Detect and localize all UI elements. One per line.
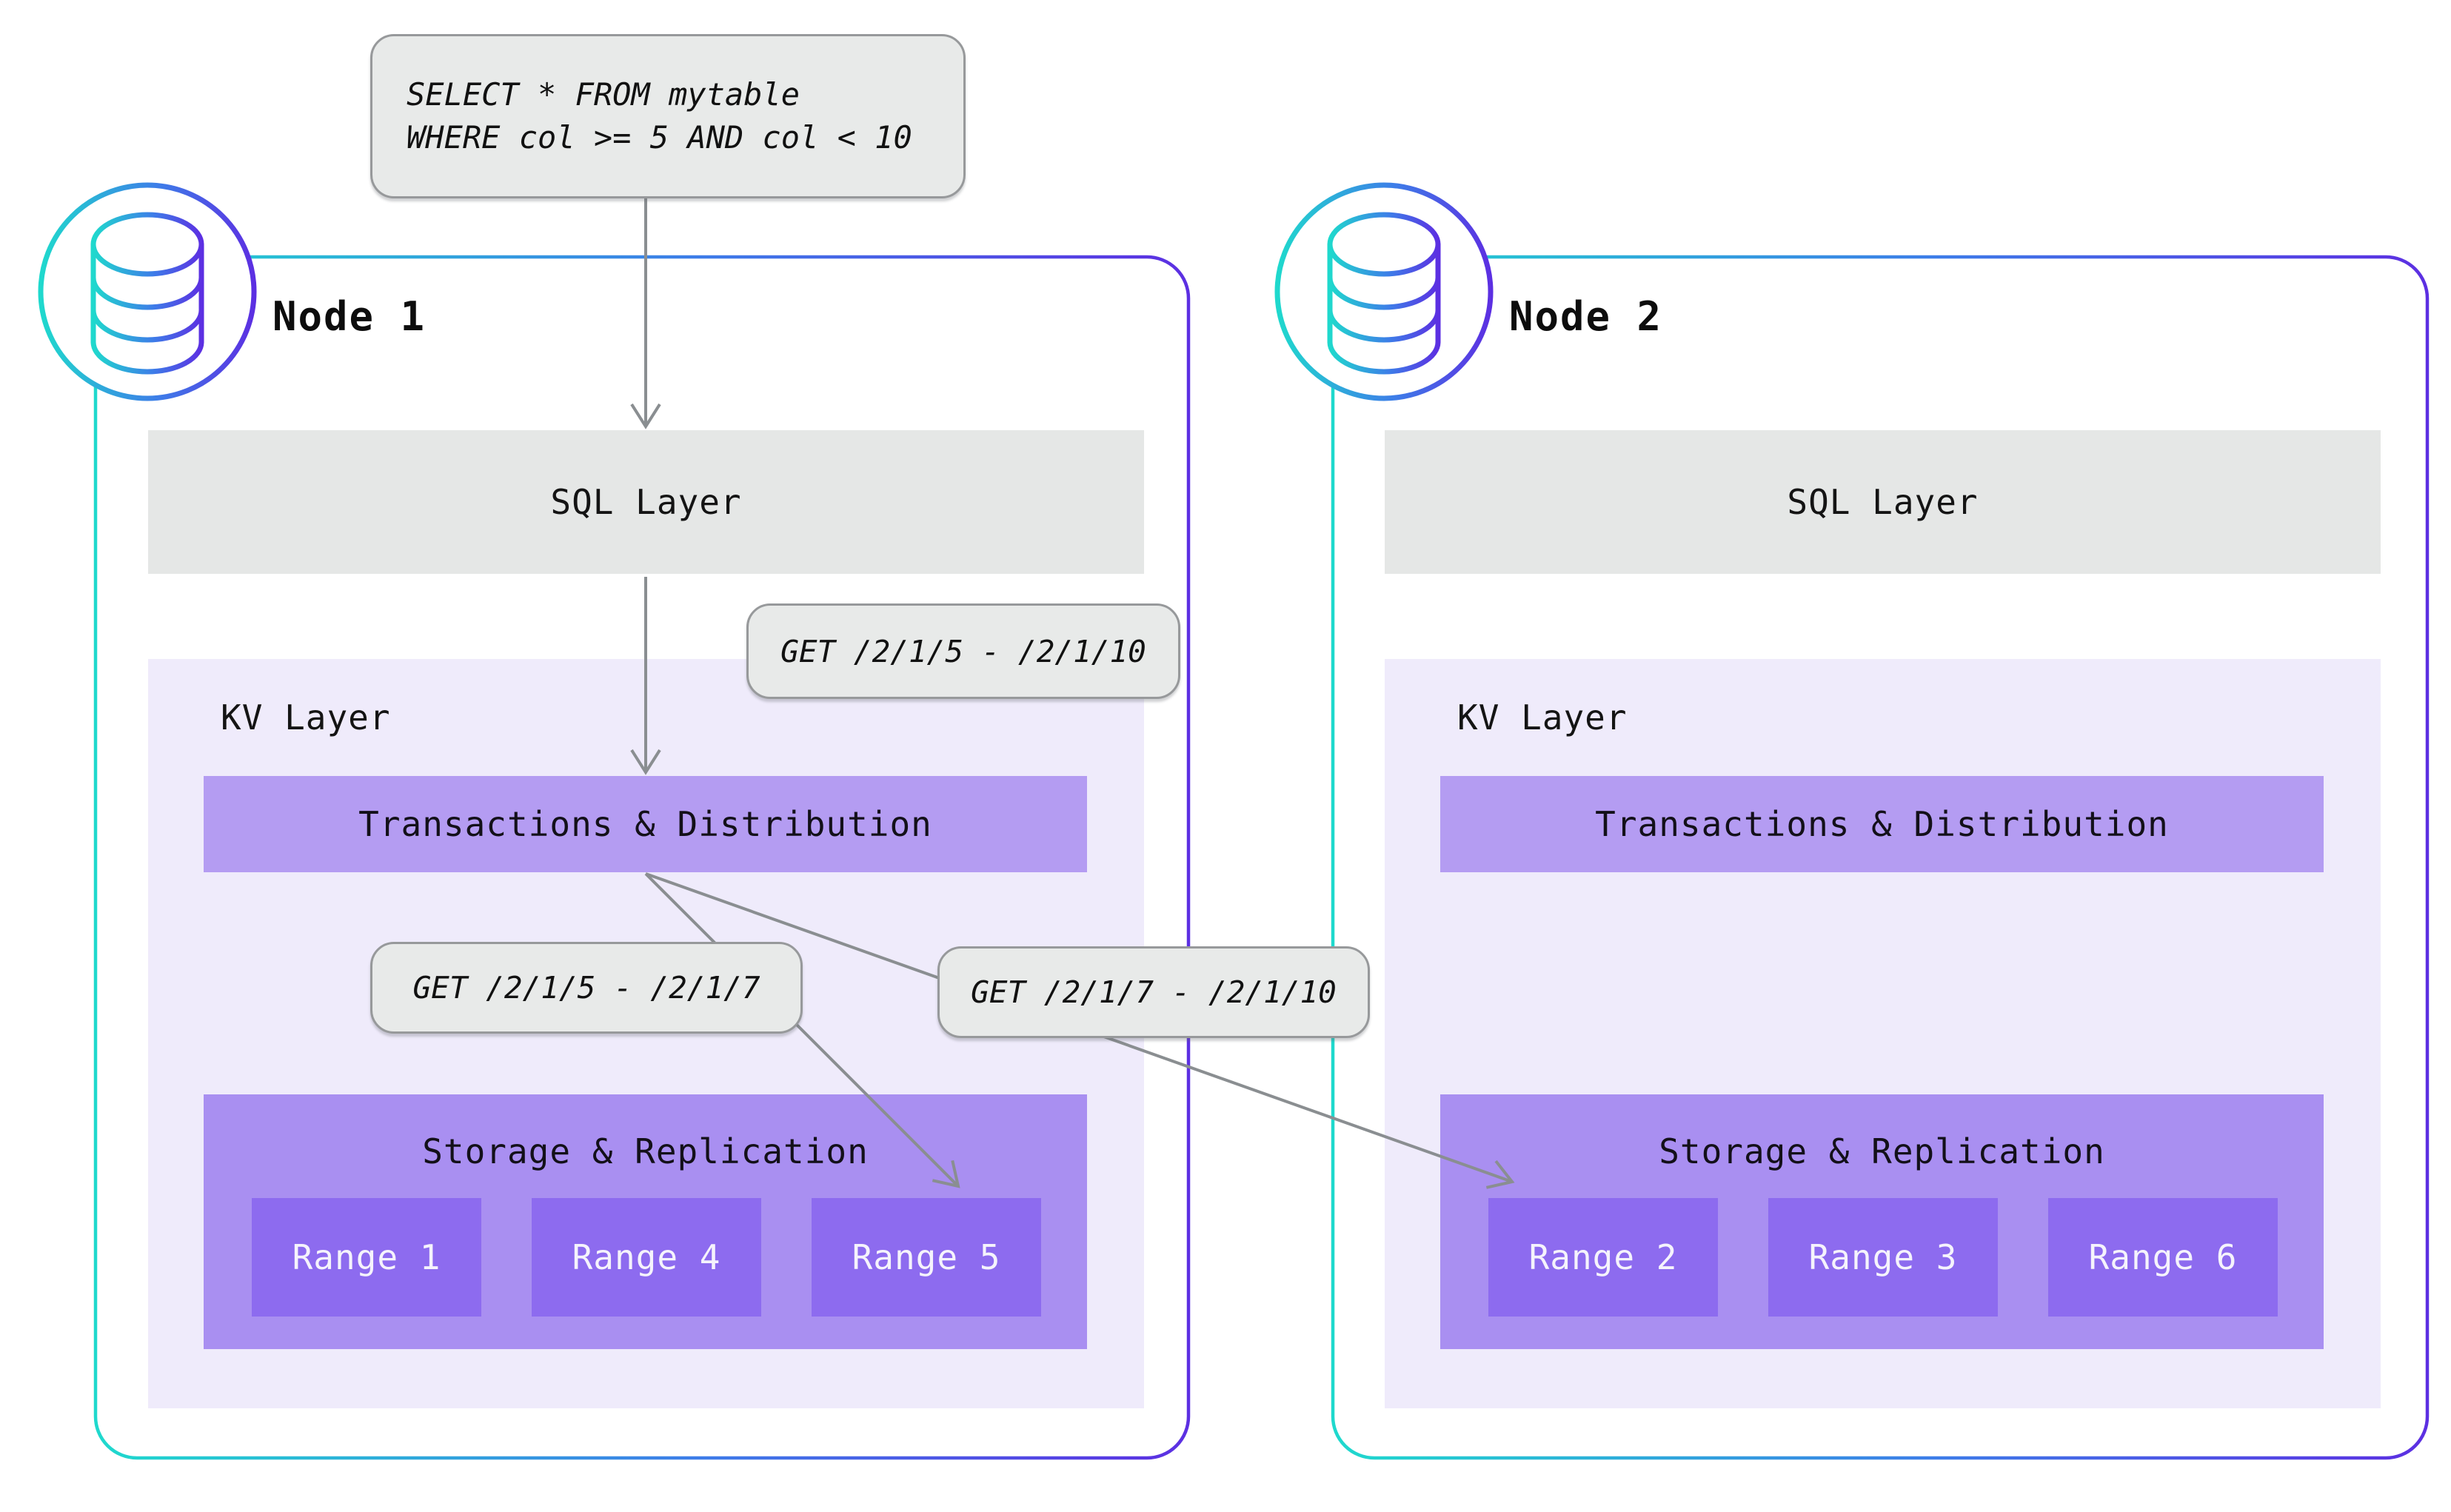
- get-range-full-callout: GET /2/1/5 - /2/1/10: [746, 603, 1180, 699]
- node1-container-border: [93, 255, 1191, 1460]
- get-range-right-callout: GET /2/1/7 - /2/1/10: [937, 946, 1370, 1038]
- node2-kv-layer-label: KV Layer: [1457, 698, 1628, 737]
- get-range-left-callout: GET /2/1/5 - /2/1/7: [370, 942, 803, 1034]
- sql-query-line2: WHERE col >= 5 AND col < 10: [407, 119, 912, 155]
- node1-title: Node 1: [272, 293, 427, 340]
- node2-storage-label: Storage & Replication: [1659, 1131, 2105, 1171]
- node1-range-5: Range 5: [812, 1198, 1041, 1317]
- range-label: Range 1: [292, 1237, 441, 1277]
- node2-range-3: Range 3: [1768, 1198, 1998, 1317]
- database-icon: [38, 182, 257, 401]
- range-label: Range 6: [2088, 1237, 2238, 1277]
- node1-sql-layer-box: SQL Layer: [148, 430, 1144, 574]
- node1-kv-layer-label: KV Layer: [221, 698, 391, 737]
- node2-sql-layer-label: SQL Layer: [1787, 482, 1979, 522]
- node1-transactions-box: Transactions & Distribution: [204, 776, 1087, 872]
- range-label: Range 2: [1528, 1237, 1678, 1277]
- sql-query-line1: SELECT * FROM mytable: [407, 76, 800, 113]
- range-label: Range 4: [572, 1237, 721, 1277]
- range-label: Range 5: [852, 1237, 1001, 1277]
- range-label: Range 3: [1808, 1237, 1958, 1277]
- node2-transactions-box: Transactions & Distribution: [1440, 776, 2324, 872]
- sql-query-callout: SELECT * FROM mytable WHERE col >= 5 AND…: [370, 34, 966, 198]
- sql-query-text: SELECT * FROM mytable WHERE col >= 5 AND…: [407, 73, 912, 159]
- get-range-left-label: GET /2/1/5 - /2/1/7: [412, 970, 760, 1006]
- get-range-right-label: GET /2/1/7 - /2/1/10: [971, 974, 1337, 1010]
- node2-transactions-label: Transactions & Distribution: [1595, 804, 2169, 844]
- node2-container-border: [1331, 255, 2430, 1460]
- node2-sql-layer-box: SQL Layer: [1385, 430, 2381, 574]
- node1-range-1: Range 1: [252, 1198, 481, 1317]
- node1-sql-layer-label: SQL Layer: [550, 482, 742, 522]
- node2-range-6: Range 6: [2048, 1198, 2278, 1317]
- node1-transactions-label: Transactions & Distribution: [358, 804, 932, 844]
- node2-range-2: Range 2: [1488, 1198, 1718, 1317]
- database-icon: [1274, 182, 1494, 401]
- node2-title: Node 2: [1509, 293, 1663, 340]
- node1-range-4: Range 4: [532, 1198, 761, 1317]
- get-range-full-label: GET /2/1/5 - /2/1/10: [780, 633, 1146, 669]
- arrow-transactions-to-range5: [644, 872, 960, 1188]
- node1-storage-label: Storage & Replication: [422, 1131, 869, 1171]
